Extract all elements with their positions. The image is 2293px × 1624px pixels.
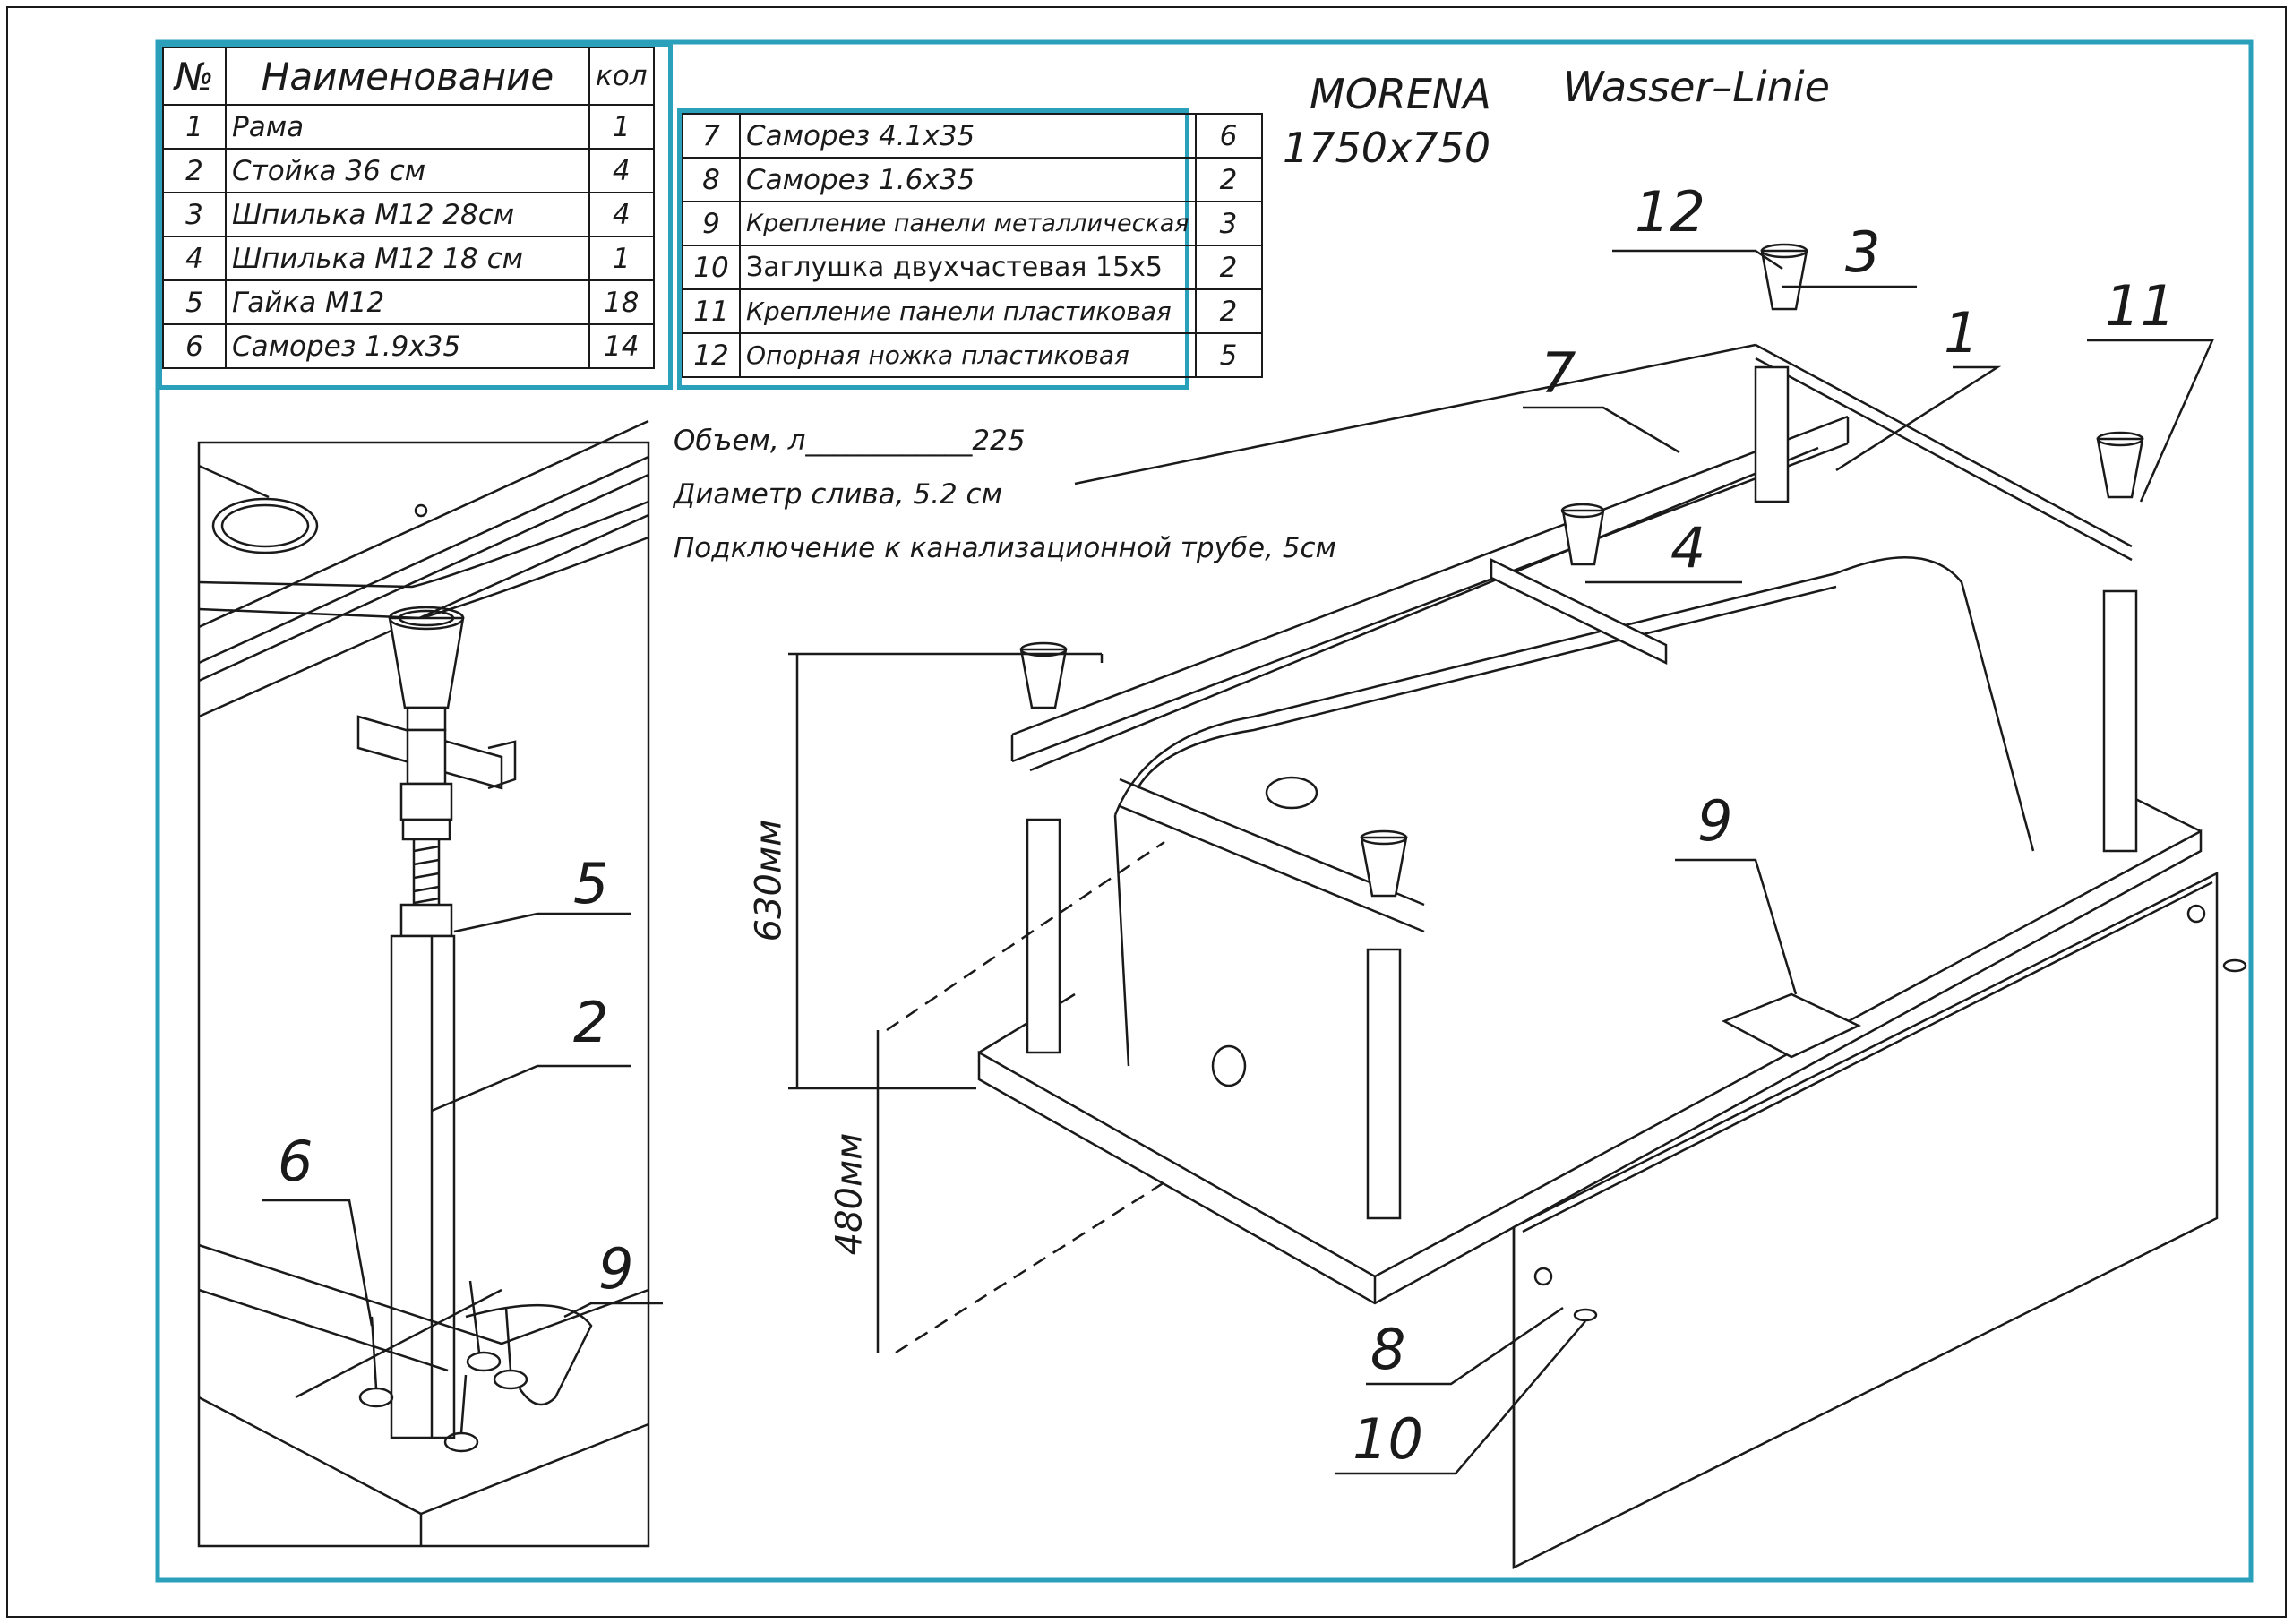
part-name: Стойка 36 см bbox=[225, 148, 590, 193]
part-num: 7 bbox=[682, 113, 741, 159]
part-name: Гайка М12 bbox=[225, 279, 590, 325]
callout-7: 7 bbox=[1541, 340, 1576, 406]
header-qty: кол bbox=[588, 47, 655, 106]
callout-10: 10 bbox=[1353, 1406, 1423, 1472]
dimension-480: 480мм bbox=[829, 1132, 871, 1256]
main-assembly-view bbox=[788, 243, 2247, 1570]
callout-detail-6: 6 bbox=[278, 1129, 313, 1194]
part-num: 2 bbox=[162, 148, 227, 193]
part-name: Заглушка двухчастевая 15х5 bbox=[739, 245, 1197, 290]
part-qty: 5 bbox=[1194, 332, 1263, 378]
part-name: Шпилька М12 28см bbox=[225, 192, 590, 237]
model-name: MORENA bbox=[1310, 70, 1491, 118]
part-name: Крепление панели металлическая bbox=[739, 201, 1197, 246]
part-num: 8 bbox=[682, 157, 741, 202]
page-border bbox=[6, 6, 2287, 1618]
spec-sewer: Подключение к канализационной трубе, 5см bbox=[674, 532, 1336, 564]
part-name: Крепление панели пластиковая bbox=[739, 288, 1197, 334]
callout-12: 12 bbox=[1635, 179, 1705, 245]
dimension-630: 630мм bbox=[748, 819, 790, 942]
part-qty: 14 bbox=[588, 323, 655, 369]
part-qty: 2 bbox=[1194, 245, 1263, 290]
part-num: 9 bbox=[682, 201, 741, 246]
callout-detail-5: 5 bbox=[573, 851, 609, 916]
part-qty: 1 bbox=[588, 236, 655, 281]
part-qty: 4 bbox=[588, 148, 655, 193]
brand-name: Wasser–Linie bbox=[1563, 63, 1830, 111]
part-name: Саморез 4.1х35 bbox=[739, 113, 1197, 159]
model-size: 1750x750 bbox=[1283, 124, 1491, 172]
part-num: 6 bbox=[162, 323, 227, 369]
header-name: Наименование bbox=[225, 47, 590, 106]
detail-view bbox=[197, 419, 663, 1548]
callout-detail-9: 9 bbox=[598, 1236, 634, 1302]
callout-1: 1 bbox=[1944, 300, 1980, 365]
part-num: 10 bbox=[682, 245, 741, 290]
callout-detail-2: 2 bbox=[573, 990, 609, 1055]
spec-volume: Объем, л____________225 bbox=[674, 425, 1026, 457]
part-qty: 2 bbox=[1194, 157, 1263, 202]
header-num: № bbox=[162, 47, 227, 106]
part-name: Саморез 1.6х35 bbox=[739, 157, 1197, 202]
part-name: Рама bbox=[225, 104, 590, 150]
table-header-row: № Наименование кол bbox=[162, 47, 655, 106]
part-num: 4 bbox=[162, 236, 227, 281]
part-qty: 6 bbox=[1194, 113, 1263, 159]
part-num: 1 bbox=[162, 104, 227, 150]
part-num: 12 bbox=[682, 332, 741, 378]
part-qty: 4 bbox=[588, 192, 655, 237]
callout-8: 8 bbox=[1370, 1317, 1406, 1382]
left-table-frame bbox=[158, 42, 673, 390]
part-name: Шпилька М12 18 см bbox=[225, 236, 590, 281]
part-num: 5 bbox=[162, 279, 227, 325]
callout-3: 3 bbox=[1845, 219, 1881, 285]
drawing-frame bbox=[155, 39, 2254, 1583]
part-num: 11 bbox=[682, 288, 741, 334]
part-name: Опорная ножка пластиковая bbox=[739, 332, 1197, 378]
part-qty: 2 bbox=[1194, 288, 1263, 334]
part-name: Саморез 1.9х35 bbox=[225, 323, 590, 369]
part-qty: 3 bbox=[1194, 201, 1263, 246]
part-num: 3 bbox=[162, 192, 227, 237]
part-qty: 1 bbox=[588, 104, 655, 150]
spec-drain: Диаметр слива, 5.2 см bbox=[674, 478, 1002, 511]
callout-4: 4 bbox=[1670, 515, 1706, 580]
callout-9: 9 bbox=[1697, 788, 1733, 854]
part-qty: 18 bbox=[588, 279, 655, 325]
callout-11: 11 bbox=[2105, 273, 2176, 339]
